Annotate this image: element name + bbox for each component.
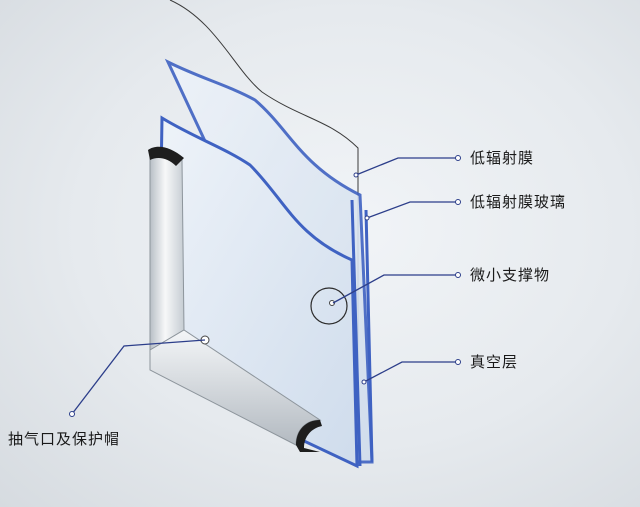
low-e-film-sheet [169, 0, 359, 431]
glass-edge [350, 199, 374, 467]
label-low-e-film: 低辐射膜 [470, 149, 535, 167]
leader-vacuum-layer [363, 361, 458, 383]
label-vacuum-layer: 真空层 [470, 353, 519, 371]
leader-micro-support [332, 274, 458, 304]
frame-vertical [149, 149, 185, 351]
label-low-e-glass: 低辐射膜玻璃 [470, 193, 567, 211]
label-pump-port-cap: 抽气口及保护帽 [8, 430, 121, 448]
frame-top-cap [148, 146, 184, 166]
leader-low-e-film [355, 157, 458, 176]
frame-bottom-cap [296, 420, 322, 452]
label-micro-support: 微小支撑物 [470, 266, 551, 284]
micro-support-dot [329, 300, 335, 306]
leader-pump-port [71, 339, 206, 415]
micro-support-circle [310, 287, 348, 325]
leader-low-e-glass [366, 201, 458, 219]
